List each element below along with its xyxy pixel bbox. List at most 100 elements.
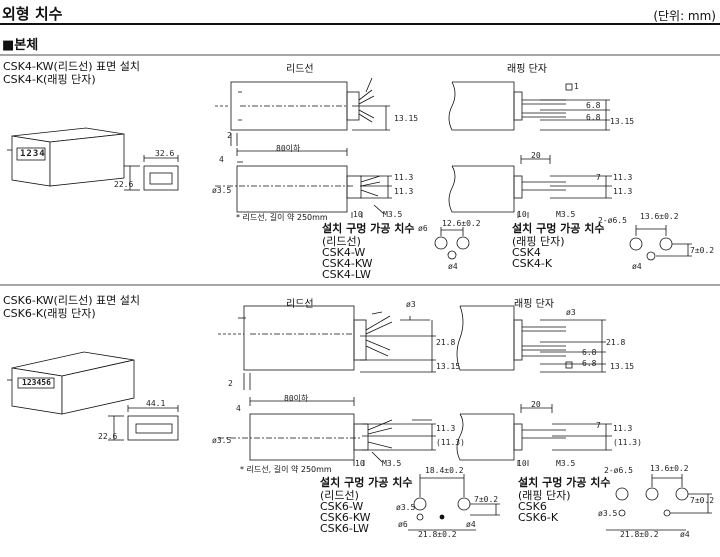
- csk4-hole-w-phi6: ø6: [418, 224, 428, 233]
- csk4-wrap-top: [448, 81, 610, 131]
- csk6-dim-10: 10: [355, 459, 365, 468]
- csk6-wrap-dim-m35: M3.5: [556, 459, 576, 468]
- csk4-hole-k-2phi65: 2-ø6.5: [598, 216, 627, 225]
- csk6-dim-218: 21.8: [436, 338, 456, 347]
- csk6-dim-phi35: ø3.5: [212, 436, 232, 445]
- csk4-hole-w-m1: CSK4-W: [322, 246, 366, 259]
- csk4-hole-k-7: 7±0.2: [690, 246, 715, 255]
- csk6-wrap-dim-68a: 6.8: [582, 348, 597, 357]
- csk4-hole-w-sub: (리드선): [322, 235, 361, 248]
- csk6-hole-w-phi35: ø3.5: [396, 503, 416, 512]
- csk6-hole-w-218: 21.8±0.2: [418, 530, 457, 539]
- csk4-lead-side: [215, 148, 392, 218]
- csk4-wrap-dim-1: 1: [574, 82, 579, 91]
- csk6-hole-w-m2: CSK6-KW: [320, 511, 371, 524]
- csk4-lead-label: 리드선: [286, 64, 314, 75]
- csk6-counter-iso: [7, 351, 135, 415]
- csk6-hole-k-sub: (래핑 단자): [518, 489, 571, 502]
- csk4-wrap-dim-113a: 11.3: [613, 173, 633, 182]
- csk6-wrap-side: [456, 404, 612, 466]
- csk6-hole-w-phi4: ø4: [466, 520, 476, 529]
- csk4-wrap-label: 래핑 단자: [507, 64, 547, 75]
- unit-label: (단위: mm): [653, 9, 716, 23]
- csk6-model-kw: CSK6-KW(리드선) 표면 설치: [3, 294, 140, 307]
- csk6-hole-w-phi6: ø6: [398, 520, 408, 529]
- csk4-hole-w-m2: CSK4-KW: [322, 257, 373, 270]
- csk6-hole-k-phi4: ø4: [680, 530, 690, 539]
- csk4-wrap-dim-1315: 13.15: [610, 117, 635, 126]
- csk6-wrap-dim-10: 10: [517, 459, 527, 468]
- csk4-hole-w-m3: CSK4-LW: [322, 268, 371, 281]
- csk4-model-kw: CSK4-KW(리드선) 표면 설치: [3, 60, 140, 73]
- csk6-hole-w-7: 7±0.2: [474, 495, 499, 504]
- csk4-wrap-dim-20: 20: [531, 151, 541, 160]
- csk6-wrap-dim-218: 21.8: [606, 338, 626, 347]
- csk6-hole-k-phi35: ø3.5: [598, 509, 618, 518]
- csk4-dim-1315: 13.15: [394, 114, 419, 123]
- csk6-hole-k-218: 21.8±0.2: [620, 530, 659, 539]
- csk6-dim-w: 44.1: [146, 399, 166, 408]
- csk4-dim-w: 32.6: [155, 149, 175, 158]
- csk6-hole-k-title: 설치 구멍 가공 치수: [518, 476, 611, 489]
- csk4-hole-k-phi4: ø4: [632, 262, 642, 271]
- csk4-dim-10: 10: [353, 210, 363, 219]
- csk6-wrap-dim-1315: 13.15: [610, 362, 635, 371]
- csk6-dim-phi3a: ø3: [406, 300, 416, 309]
- csk6-dim-len: 80이하: [284, 394, 309, 403]
- csk4-hole-k-m2: CSK4-K: [512, 257, 553, 270]
- csk6-hole-k-7: 7±0.2: [690, 496, 715, 505]
- csk6-wrap-dim-68b: 6.8: [582, 359, 597, 368]
- csk4-hole-w-126: 12.6±0.2: [442, 219, 481, 228]
- csk6-dim-h: 22.6: [98, 432, 118, 441]
- csk4-digits: 1234: [20, 149, 46, 159]
- csk6-hole-k: [606, 474, 712, 531]
- csk4-hole-k-m1: CSK4: [512, 246, 541, 259]
- csk4-dim-113b: 11.3: [394, 187, 414, 196]
- csk6-dim-4: 4: [236, 404, 241, 413]
- csk6-dim-113p: (11.3): [436, 438, 465, 447]
- csk4-wrap-dim-68a: 6.8: [586, 101, 601, 110]
- csk6-wrap-top: [456, 305, 606, 373]
- page-title: 외형 치수: [2, 5, 63, 23]
- csk6-dim-m35: M3.5: [382, 459, 402, 468]
- csk6-wrap-dim-phi3: ø3: [566, 308, 576, 317]
- csk6-note: * 리드선, 길이 약 250mm: [240, 465, 332, 474]
- csk4-wrap-dim-7: 7: [596, 173, 601, 182]
- csk6-dim-2: 2: [228, 379, 233, 388]
- csk6-lead-top: [218, 305, 436, 390]
- csk4-wrap-dim-113b: 11.3: [613, 187, 633, 196]
- csk6-lead-label: 리드선: [286, 299, 314, 310]
- csk6-wrap-dim-113p: (11.3): [613, 438, 642, 447]
- csk6-wrap-dim-20: 20: [531, 400, 541, 409]
- csk4-dim-len: 80이하: [276, 144, 301, 153]
- csk4-dim-4: 4: [219, 155, 224, 164]
- csk6-lead-side: [218, 397, 436, 466]
- csk6-wrap-label: 래핑 단자: [514, 299, 554, 310]
- csk6-digits: 123456: [22, 378, 51, 387]
- csk6-wrap-dim-113: 11.3: [613, 424, 633, 433]
- csk4-dim-phi35: ø3.5: [212, 186, 232, 195]
- csk6-hole-w-title: 설치 구멍 가공 치수: [320, 476, 413, 489]
- csk6-wrap-dim-7: 7: [596, 421, 601, 430]
- csk6-hole-w-sub: (리드선): [320, 489, 359, 502]
- csk4-wrap-dim-m35: M3.5: [556, 210, 576, 219]
- csk4-dim-m35: M3.5: [383, 210, 403, 219]
- csk6-hole-k-m1: CSK6: [518, 500, 547, 513]
- csk6-dim-1315: 13.15: [436, 362, 461, 371]
- csk4-hole-k-title: 설치 구멍 가공 치수: [512, 222, 605, 235]
- csk6-hole-k-136: 13.6±0.2: [650, 464, 689, 473]
- csk4-dim-2: 2: [227, 131, 232, 140]
- csk4-dim-113a: 11.3: [394, 173, 414, 182]
- csk4-dim-h: 22.6: [114, 180, 134, 189]
- csk6-hole-w-m1: CSK6-W: [320, 500, 364, 513]
- csk6-hole-k-m2: CSK6-K: [518, 511, 559, 524]
- csk4-wrap-side: [448, 155, 612, 218]
- csk4-hole-w: [434, 227, 470, 260]
- csk6-dim-113: 11.3: [436, 424, 456, 433]
- csk4-hole-k-136: 13.6±0.2: [640, 212, 679, 221]
- csk6-model-k: CSK6-K(래핑 단자): [3, 307, 96, 320]
- csk4-wrap-dim-68b: 6.8: [586, 113, 601, 122]
- csk4-wrap-dim-10: 10: [517, 210, 527, 219]
- csk4-hole-w-title: 설치 구멍 가공 치수: [322, 222, 415, 235]
